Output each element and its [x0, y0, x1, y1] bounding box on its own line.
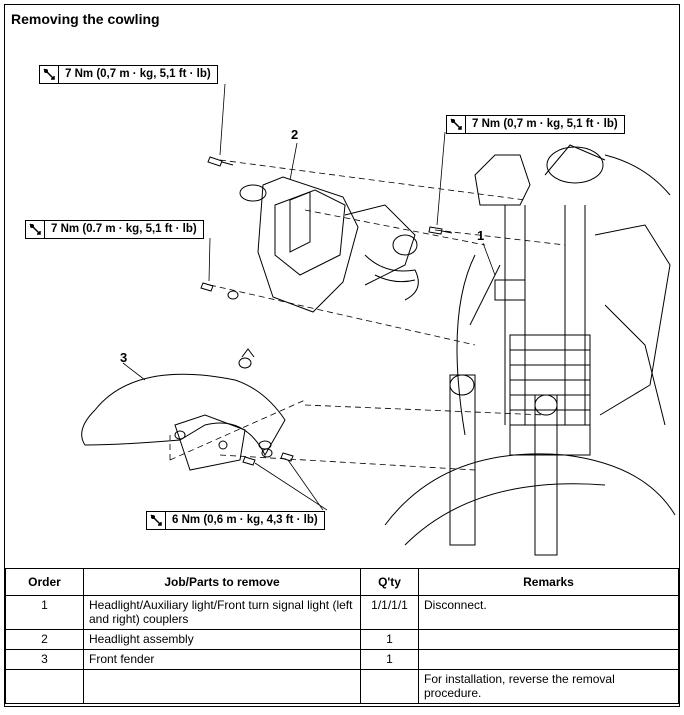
screw-top-right: [428, 226, 453, 235]
row-remarks: Disconnect.: [418, 595, 679, 630]
row-remarks: [418, 649, 679, 670]
callout-1: 1: [477, 228, 485, 243]
torque-wrench-icon: [40, 66, 59, 83]
row-order: 2: [5, 629, 84, 650]
headlight-assembly: [239, 176, 419, 313]
torque-wrench-icon: [147, 512, 166, 529]
header-remarks: Remarks: [418, 568, 679, 596]
manual-page: Removing the cowling: [4, 4, 680, 707]
row-job: [83, 669, 361, 704]
header-qty: Q'ty: [360, 568, 419, 596]
row-qty: 1/1/1/1: [360, 595, 419, 630]
header-order: Order: [5, 568, 84, 596]
row-remarks: [418, 629, 679, 650]
torque-wrench-icon: [447, 116, 466, 133]
row-order: 1: [5, 595, 84, 630]
row-job: Headlight assembly: [83, 629, 361, 650]
table-row: For installation, reverse the removal pr…: [5, 669, 679, 704]
torque-value: 6 Nm (0,6 m · kg, 4,3 ft · lb): [172, 514, 318, 526]
row-qty: [360, 669, 419, 704]
torque-spec-top-left: 7 Nm (0,7 m · kg, 5,1 ft · lb): [39, 65, 218, 84]
screw-top-left: [207, 156, 234, 167]
table-row: 3 Front fender 1: [5, 649, 679, 670]
torque-wrench-icon: [26, 221, 45, 238]
parts-table: Order Job/Parts to remove Q'ty Remarks 1…: [5, 568, 679, 704]
torque-value: 7 Nm (0,7 m · kg, 5,1 ft · lb): [65, 68, 211, 80]
table-row: 1 Headlight/Auxiliary light/Front turn s…: [5, 595, 679, 630]
row-order: 3: [5, 649, 84, 670]
callout-2: 2: [291, 127, 299, 142]
row-qty: 1: [360, 629, 419, 650]
header-job: Job/Parts to remove: [83, 568, 361, 596]
callout-3: 3: [120, 350, 128, 365]
torque-value: 7 Nm (0,7 m · kg, 5,1 ft · lb): [472, 118, 618, 130]
torque-spec-mid-left: 7 Nm (0.7 m · kg, 5,1 ft · lb): [25, 220, 204, 239]
table-header-row: Order Job/Parts to remove Q'ty Remarks: [5, 568, 679, 596]
torque-value: 7 Nm (0.7 m · kg, 5,1 ft · lb): [51, 223, 197, 235]
torque-spec-bottom: 6 Nm (0,6 m · kg, 4,3 ft · lb): [146, 511, 325, 530]
exploded-diagram: [81, 83, 676, 556]
table-row: 2 Headlight assembly 1: [5, 629, 679, 650]
row-order: [5, 669, 84, 704]
torque-spec-top-right: 7 Nm (0,7 m · kg, 5,1 ft · lb): [446, 115, 625, 134]
row-job: Front fender: [83, 649, 361, 670]
row-job: Headlight/Auxiliary light/Front turn sig…: [83, 595, 361, 630]
row-qty: 1: [360, 649, 419, 670]
page-title: Removing the cowling: [11, 11, 160, 27]
motorcycle-front: [384, 144, 676, 556]
row-remarks: For installation, reverse the removal pr…: [418, 669, 679, 704]
front-fender: [81, 348, 294, 471]
